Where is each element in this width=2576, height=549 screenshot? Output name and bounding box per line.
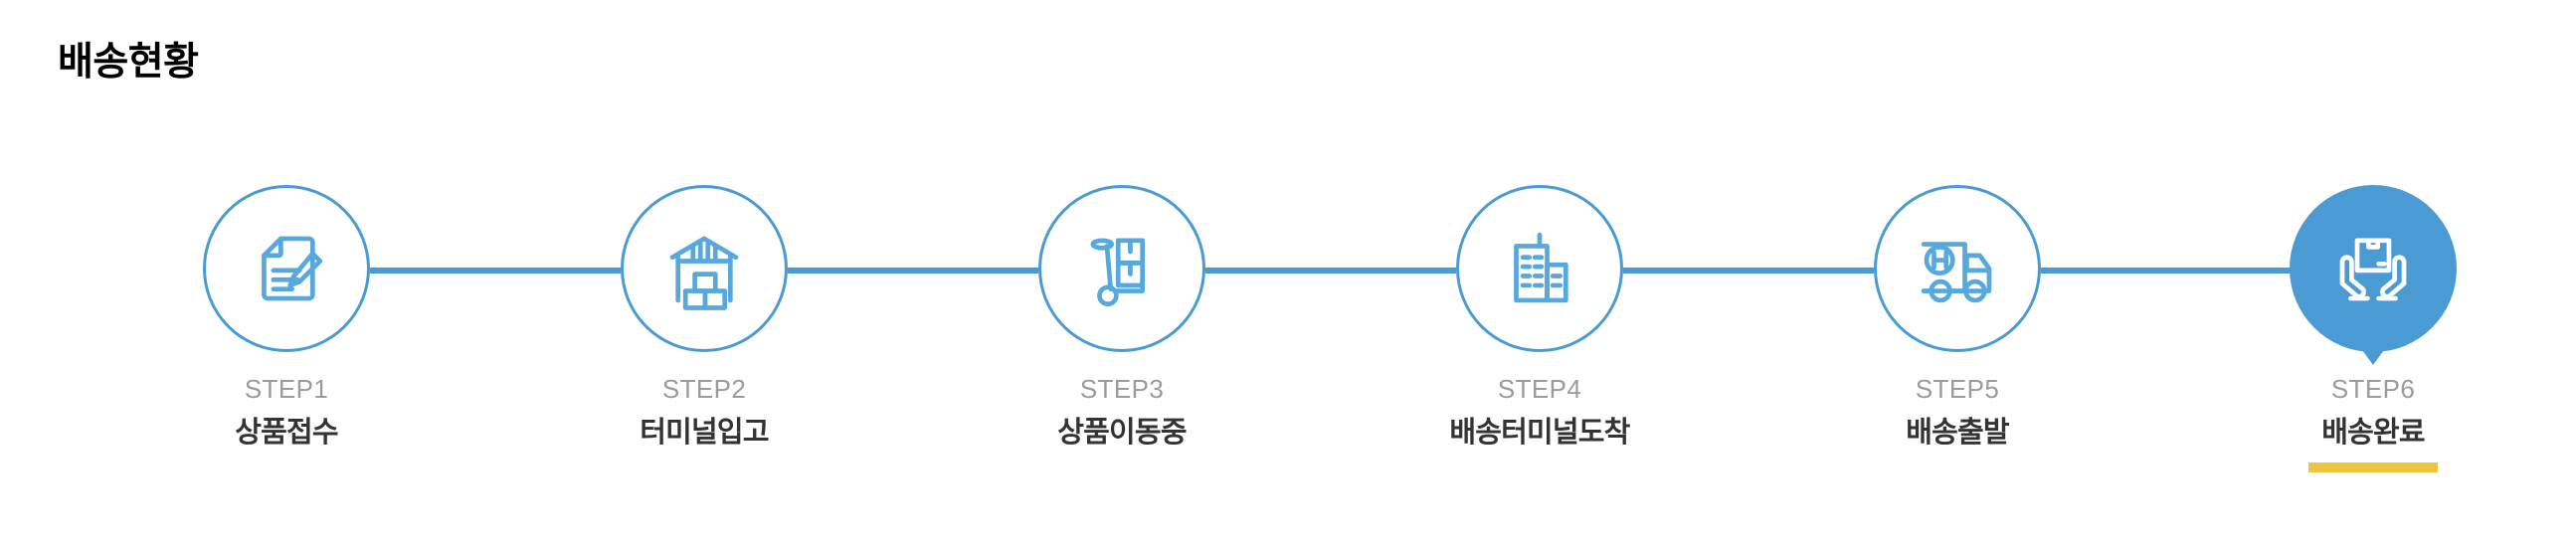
active-step-underline <box>2308 461 2438 472</box>
step-3-number: STEP3 <box>1079 374 1165 404</box>
step-1-number: STEP1 <box>244 374 329 404</box>
connector-line-3-4 <box>1205 268 1456 274</box>
hands-holding-box-icon <box>2339 238 2407 301</box>
step-2-label: 터미널입고 <box>640 417 769 449</box>
step-6-label: 배송완료 <box>2321 417 2425 449</box>
active-step-pointer-icon <box>2362 350 2384 365</box>
delivery-status-tracker: STEP1 상품접수 STEP2 <box>0 149 2576 507</box>
page-title: 배송현황 <box>58 41 199 84</box>
step-item-5[interactable]: STEP5 배송출발 <box>1828 149 2087 450</box>
step-5-number: STEP5 <box>1915 374 2000 404</box>
step-item-1[interactable]: STEP1 상품접수 <box>157 149 416 450</box>
step-4-number: STEP4 <box>1497 374 1582 404</box>
step-4-circle[interactable] <box>1456 185 1623 352</box>
delivery-truck-icon <box>1921 242 1992 303</box>
step-6-number: STEP6 <box>2330 374 2416 404</box>
hand-truck-boxes-icon <box>1090 238 1146 307</box>
connector-line-1-2 <box>370 268 621 274</box>
step-1-circle[interactable] <box>203 185 370 352</box>
step-3-circle-wrap <box>1038 185 1205 352</box>
step-item-2[interactable]: STEP2 터미널입고 <box>575 149 833 450</box>
step-4-label: 배송터미널도착 <box>1449 417 1630 449</box>
connector-line-2-3 <box>788 268 1038 274</box>
step-3-label: 상품이동중 <box>1057 417 1187 449</box>
step-4-circle-wrap <box>1456 185 1623 352</box>
step-3-circle <box>1038 185 1205 352</box>
step-6-circle-wrap <box>2290 185 2457 365</box>
step-5-circle-wrap <box>1874 185 2041 352</box>
step-6-circle[interactable] <box>2290 185 2457 352</box>
document-pencil-icon <box>262 236 323 301</box>
warehouse-boxes-icon <box>669 236 739 310</box>
step-item-6[interactable]: STEP6 배송완료 <box>2244 149 2502 472</box>
step-item-3[interactable]: STEP3 상품이동중 <box>993 149 1251 450</box>
step-2-circle[interactable] <box>621 185 788 352</box>
step-2-circle-wrap <box>621 185 788 352</box>
step-5-label: 배송출발 <box>1906 417 2009 449</box>
buildings-icon <box>1514 232 1568 303</box>
step-1-circle-wrap <box>203 185 370 352</box>
connector-line-4-5 <box>1623 268 1874 274</box>
step-5-circle[interactable] <box>1874 185 2041 352</box>
step-2-number: STEP2 <box>661 374 747 404</box>
connector-line-5-6 <box>2041 268 2291 274</box>
step-item-4[interactable]: STEP4 배송터미널도착 <box>1410 149 1669 450</box>
step-1-label: 상품접수 <box>235 417 338 449</box>
